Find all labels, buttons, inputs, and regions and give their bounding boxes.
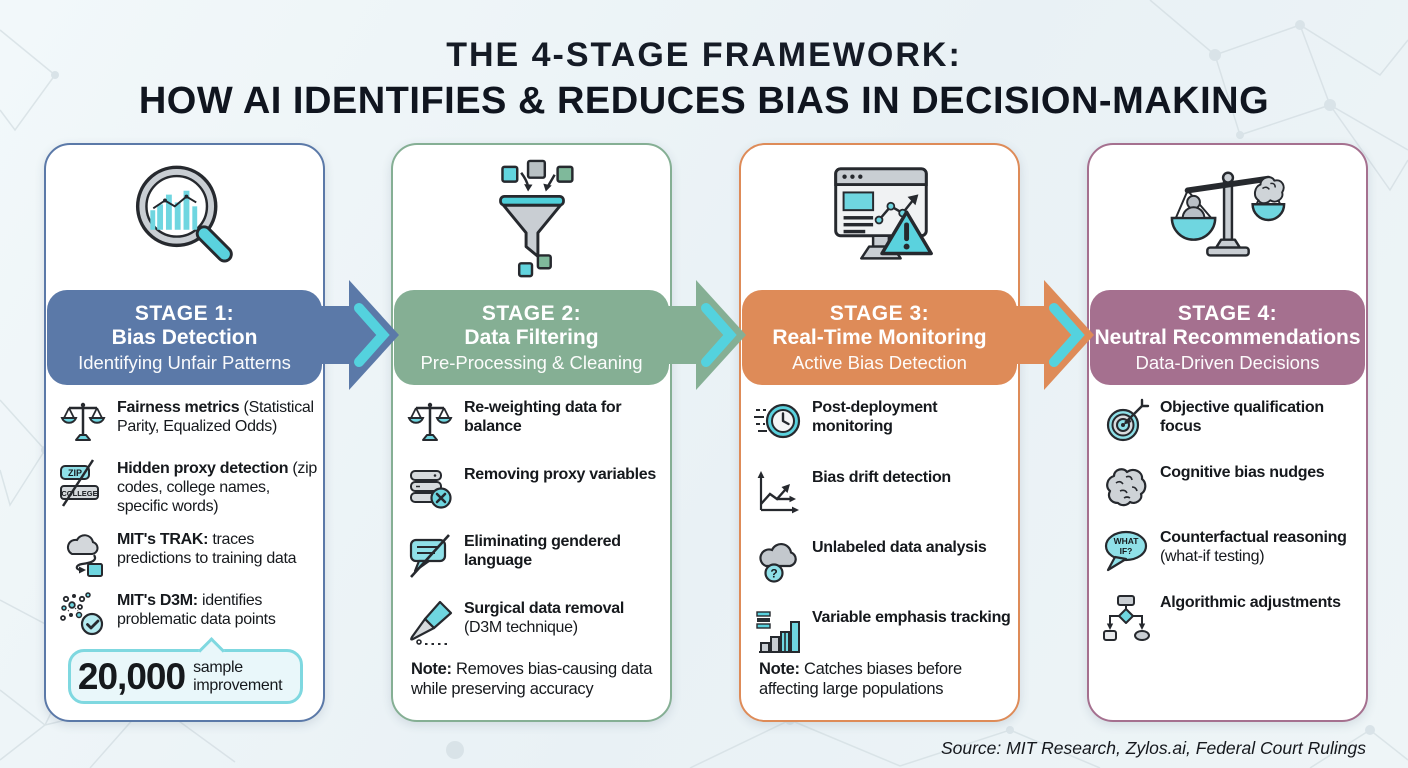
stage-2-banner: STAGE 2: Data Filtering Pre-Processing &… bbox=[394, 290, 669, 385]
stage-1-banner: STAGE 1: Bias Detection Identifying Unfa… bbox=[47, 290, 322, 385]
source-attribution: Source: MIT Research, Zylos.ai, Federal … bbox=[940, 738, 1366, 758]
what-if-bubble-icon: WHAT IF? bbox=[1101, 527, 1151, 576]
stage-subtitle: Active Bias Detection bbox=[792, 351, 967, 373]
stat-badge: 20,000 sample improvement bbox=[68, 649, 303, 704]
stat-label: sample improvement bbox=[193, 658, 283, 694]
stage-4-banner: STAGE 4: Neutral Recommendations Data-Dr… bbox=[1090, 290, 1365, 385]
stage-4-items: Objective qualification focus Cognitive … bbox=[1101, 397, 1360, 641]
svg-text:WHAT: WHAT bbox=[1114, 536, 1140, 546]
stage-2-card: STAGE 2: Data Filtering Pre-Processing &… bbox=[391, 143, 672, 722]
list-item: Post-deployment monitoring bbox=[753, 397, 1012, 446]
database-remove-icon bbox=[405, 464, 455, 513]
list-item: Removing proxy variables bbox=[405, 464, 664, 513]
item-text: Objective qualification focus bbox=[1160, 399, 1324, 435]
stage-1-items: Fairness metrics (Statistical Parity, Eq… bbox=[58, 397, 317, 639]
stage-3-card: STAGE 3: Real-Time Monitoring Active Bia… bbox=[739, 143, 1020, 722]
drift-chart-arrows-icon bbox=[753, 467, 803, 516]
item-text: Re-weighting data for balance bbox=[464, 399, 622, 435]
flowchart-icon bbox=[1101, 592, 1151, 641]
stage-name: Neutral Recommendations bbox=[1094, 326, 1361, 350]
item-text: Algorithmic adjustments bbox=[1160, 594, 1341, 611]
stat-value: 20,000 bbox=[77, 656, 186, 697]
item-text: Removing proxy variables bbox=[464, 466, 656, 483]
list-item: Fairness metrics (Statistical Parity, Eq… bbox=[58, 397, 317, 446]
title-line-2: HOW AI IDENTIFIES & REDUCES BIAS IN DECI… bbox=[138, 80, 1270, 122]
list-item: Variable emphasis tracking bbox=[753, 607, 1012, 656]
clock-speed-icon bbox=[753, 397, 803, 446]
stage-3-items: Post-deployment monitoring Bias drift de… bbox=[753, 397, 1012, 656]
funnel-icon bbox=[393, 151, 670, 289]
stage-4-card: STAGE 4: Neutral Recommendations Data-Dr… bbox=[1087, 143, 1368, 722]
list-item: Surgical data removal (D3M technique) bbox=[405, 598, 664, 647]
stage-arrow-3-4 bbox=[1000, 280, 1094, 390]
bar-chart-tracking-icon bbox=[753, 607, 803, 656]
stage-arrow-1-2 bbox=[305, 280, 399, 390]
list-item: Re-weighting data for balance bbox=[405, 397, 664, 446]
item-text: Unlabeled data analysis bbox=[812, 539, 987, 556]
scale-person-ai-icon bbox=[1089, 151, 1366, 289]
list-item: Eliminating gendered language bbox=[405, 531, 664, 580]
item-text: MIT's D3M: identifies problematic data p… bbox=[117, 591, 276, 628]
stage-subtitle: Data-Driven Decisions bbox=[1135, 351, 1320, 373]
list-item: MIT's D3M: identifies problematic data p… bbox=[58, 590, 317, 639]
data-points-check-icon bbox=[58, 590, 108, 639]
item-text: Surgical data removal (D3M technique) bbox=[464, 600, 624, 636]
title-line-1: THE 4-STAGE FRAMEWORK: bbox=[446, 36, 962, 74]
stage-2-items: Re-weighting data for balance Removing p… bbox=[405, 397, 664, 647]
stage-subtitle: Identifying Unfair Patterns bbox=[78, 351, 291, 373]
page-title: THE 4-STAGE FRAMEWORK: HOW AI IDENTIFIES… bbox=[0, 36, 1408, 123]
list-item: ? Unlabeled data analysis bbox=[753, 537, 1012, 586]
stage-label: STAGE 3: bbox=[829, 301, 930, 325]
stage-note: Note: Removes bias-causing data while pr… bbox=[411, 660, 653, 699]
stage-3-banner: STAGE 3: Real-Time Monitoring Active Bia… bbox=[742, 290, 1017, 385]
stage-label: STAGE 4: bbox=[1177, 301, 1278, 325]
list-item: ZIP COLLEGE Hidden proxy detection (zip … bbox=[58, 458, 317, 517]
svg-text:ZIP: ZIP bbox=[68, 468, 82, 478]
svg-text:?: ? bbox=[770, 567, 777, 581]
item-text: Hidden proxy detection (zip codes, colle… bbox=[117, 460, 317, 515]
list-item: Objective qualification focus bbox=[1101, 397, 1360, 446]
balance-scale-icon bbox=[58, 397, 108, 446]
list-item: MIT's TRAK: traces predictions to traini… bbox=[58, 529, 317, 578]
target-arrow-icon bbox=[1101, 397, 1151, 446]
stage-subtitle: Pre-Processing & Cleaning bbox=[420, 351, 643, 373]
cloud-question-icon: ? bbox=[753, 537, 803, 586]
stage-name: Bias Detection bbox=[111, 326, 258, 350]
list-item: Algorithmic adjustments bbox=[1101, 592, 1360, 641]
stage-name: Real-Time Monitoring bbox=[772, 326, 987, 350]
cloud-to-data-arrow-icon bbox=[58, 529, 108, 578]
item-text: Cognitive bias nudges bbox=[1160, 464, 1325, 481]
stage-name: Data Filtering bbox=[464, 326, 599, 350]
list-item: Bias drift detection bbox=[753, 467, 1012, 516]
stage-label: STAGE 2: bbox=[481, 301, 582, 325]
magnifier-bar-chart-icon bbox=[46, 151, 323, 289]
zip-college-tags-crossed-icon: ZIP COLLEGE bbox=[58, 458, 108, 507]
list-item: Cognitive bias nudges bbox=[1101, 462, 1360, 511]
stage-label: STAGE 1: bbox=[134, 301, 235, 325]
stage-1-card: STAGE 1: Bias Detection Identifying Unfa… bbox=[44, 143, 325, 722]
item-text: Variable emphasis tracking bbox=[812, 609, 1011, 626]
item-text: MIT's TRAK: traces predictions to traini… bbox=[117, 530, 297, 567]
stage-note: Note: Catches biases before affecting la… bbox=[759, 660, 962, 699]
item-text: Post-deployment monitoring bbox=[812, 399, 938, 435]
item-text: Eliminating gendered language bbox=[464, 533, 621, 569]
list-item: WHAT IF? Counterfactual reasoning (what-… bbox=[1101, 527, 1360, 576]
scalpel-icon bbox=[405, 598, 455, 647]
item-text: Counterfactual reasoning (what-if testin… bbox=[1160, 529, 1347, 565]
balance-scale-icon bbox=[405, 397, 455, 446]
item-text: Fairness metrics (Statistical Parity, Eq… bbox=[117, 399, 314, 435]
item-text: Bias drift detection bbox=[812, 469, 951, 486]
speech-bubble-crossed-icon bbox=[405, 531, 455, 580]
svg-text:IF?: IF? bbox=[1120, 546, 1133, 556]
stage-arrow-2-3 bbox=[652, 280, 746, 390]
brain-icon bbox=[1101, 462, 1151, 511]
svg-text:COLLEGE: COLLEGE bbox=[61, 489, 97, 498]
monitor-dashboard-warning-icon bbox=[741, 151, 1018, 289]
